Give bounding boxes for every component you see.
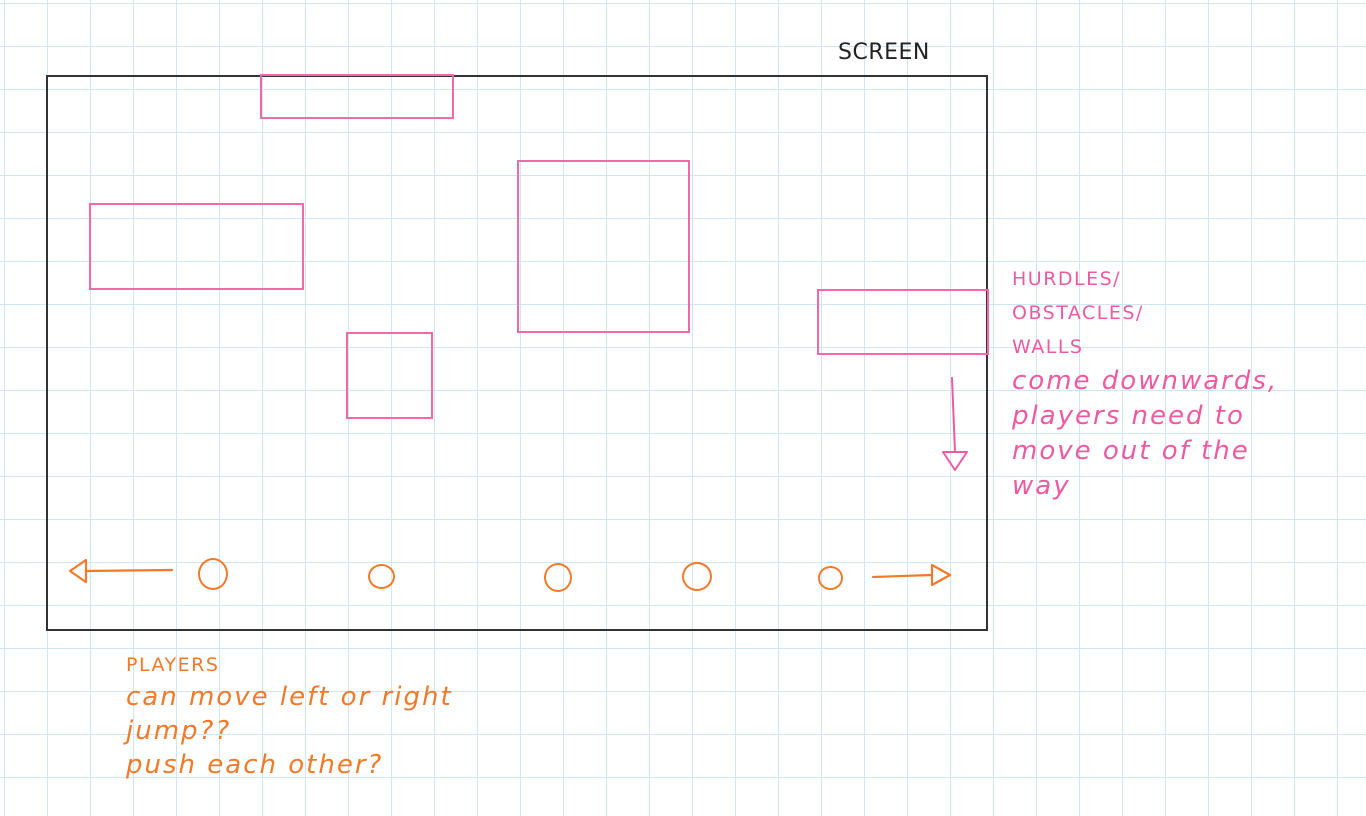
obstacle-title-line-3: WALLS [1012,336,1084,358]
obstacle-large [517,160,690,333]
player-description-line-3: push each other? [126,750,384,780]
obstacle-description-line-3: move out of the [1012,436,1250,466]
screen-label: SCREEN [838,40,930,65]
obstacle-description-line-2: players need to [1012,401,1245,431]
player-description-line-2: jump?? [126,716,232,746]
player-description-line-1: can move left or right [126,682,453,712]
obstacle-title-line-1: HURDLES/ [1012,268,1122,290]
obstacle-description-line-1: come downwards, [1012,366,1279,396]
obstacle-right [817,289,989,355]
obstacle-top [260,74,454,119]
obstacle-annotation: HURDLES/ OBSTACLES/ WALLS come downwards… [1012,262,1278,504]
player-1 [198,558,228,590]
obstacle-left [89,203,304,290]
player-2 [368,564,395,589]
obstacle-description-line-4: way [1012,471,1071,501]
obstacle-title-line-2: OBSTACLES/ [1012,302,1144,324]
obstacle-small [346,332,433,419]
player-3 [544,563,572,592]
player-5 [818,566,843,590]
player-4 [682,562,712,591]
player-annotation: PLAYERS can move left or right jump?? pu… [126,650,453,782]
player-title: PLAYERS [126,654,220,676]
